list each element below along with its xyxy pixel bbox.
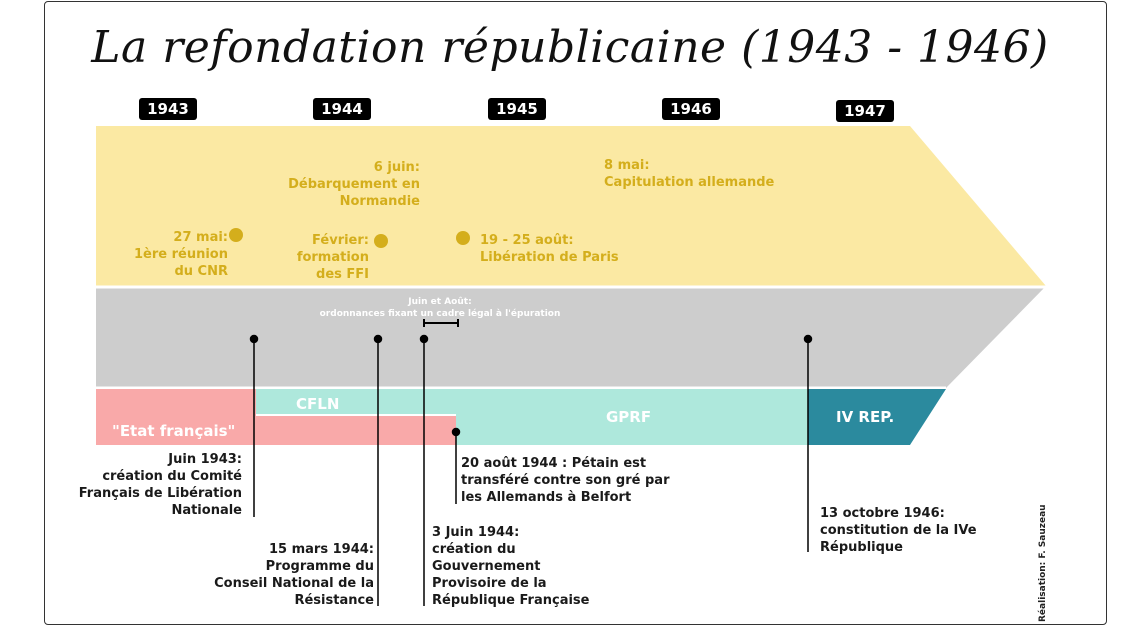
annotation-cnr-programme: 15 mars 1944: Programme du Conseil Natio… [214,542,374,608]
cfln-label: CFLN [296,395,340,413]
leader-dot-cnr-programme [373,334,383,344]
event-cnr-label: 27 mai: 1ère réunion du CNR [134,230,228,279]
diagram-title: La refondation républicaine (1943 - 1946… [91,22,1049,73]
annotation-gprf: 3 Juin 1944: création du Gouvernement Pr… [432,525,590,608]
event-capitulation-label: 8 mai: Capitulation allemande [604,158,775,190]
leader-dot-gprf [419,334,429,344]
ive-republique-bar [808,389,946,445]
annotation-cfln: Juin 1943: création du Comité Français d… [78,452,242,518]
event-dot-ffi [374,234,388,248]
gprf-bar [456,389,808,445]
gprf-label: GPRF [606,408,652,426]
etat-francais-bar [96,389,256,445]
annotation-constitution: 13 octobre 1946: constitution de la IVe … [820,506,977,555]
event-debarquement-label: 6 juin: Débarquement en Normandie [288,160,420,209]
etat-francais-bar-extension [256,415,456,445]
year-label: 1947 [836,100,894,122]
year-label: 1946 [662,98,720,120]
year-label: 1945 [488,98,546,120]
leader-dot-constitution [803,334,813,344]
year-label: 1944 [313,98,371,120]
credit-text: Réalisation: F. Sauzeau [1038,504,1048,622]
event-dot-paris [456,231,470,245]
leader-dot-cfln [249,334,259,344]
event-ffi-label: Février: formation des FFI [296,233,369,282]
event-paris-label: 19 - 25 août: Libération de Paris [480,233,619,265]
leader-dot-petain [451,427,461,437]
cfln-bar [256,389,456,415]
frame-border [44,1,1107,625]
war-events-band [96,126,1046,286]
annotation-petain: 20 août 1944 : Pétain est transféré cont… [461,456,670,505]
ive-republique-label: IV REP. [836,408,895,426]
etat-francais-label: "Etat français" [112,422,236,440]
event-dot-cnr [229,228,243,242]
ordonnances-label: Juin et Août: ordonnances fixant un cadr… [319,297,561,319]
year-label: 1943 [139,98,197,120]
